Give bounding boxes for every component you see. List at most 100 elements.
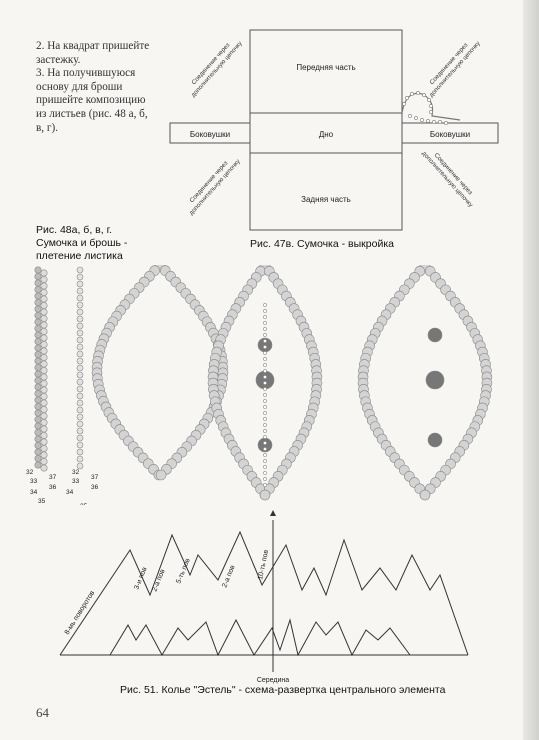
bead [259, 489, 271, 501]
bead [263, 465, 267, 469]
bead [34, 416, 42, 424]
bead [263, 453, 267, 457]
svg-text:35: 35 [80, 503, 88, 505]
leaf-beading-diagram: 32 33 34 35 37 36 32 33 34 35 37 36 [26, 265, 493, 505]
label-2-turns-a: 2-а пов [151, 568, 166, 593]
bead [34, 448, 42, 456]
zigzag-outline-upper [59, 530, 469, 656]
bead [419, 489, 431, 501]
bead [263, 477, 267, 481]
bead [34, 298, 42, 306]
bead [263, 435, 267, 439]
bead [34, 370, 42, 378]
bead [76, 427, 84, 435]
label-8-turns: 8-мь поворотов [64, 590, 97, 637]
bead [76, 343, 84, 351]
bead [76, 462, 84, 470]
bead [263, 429, 267, 433]
bead [34, 305, 42, 313]
svg-text:33: 33 [30, 478, 38, 485]
bead [34, 422, 42, 430]
bead [40, 269, 48, 277]
bead [155, 469, 167, 481]
bead [76, 329, 84, 337]
bead [427, 432, 443, 448]
label-10-turns: 10-ть пов [257, 549, 270, 580]
bead [76, 420, 84, 428]
bead-pattern [34, 265, 493, 501]
bead [40, 438, 48, 446]
bead [34, 331, 42, 339]
bead [76, 336, 84, 344]
bead [40, 451, 48, 459]
bead [40, 321, 48, 329]
bead [263, 393, 267, 397]
bead [34, 311, 42, 319]
bead [40, 295, 48, 303]
bead [40, 419, 48, 427]
bead [34, 357, 42, 365]
bead [76, 301, 84, 309]
bead [34, 344, 42, 352]
bead [34, 377, 42, 385]
bead [34, 409, 42, 417]
bead [40, 360, 48, 368]
svg-text:36: 36 [49, 484, 57, 491]
bead [263, 357, 267, 361]
bead [263, 483, 267, 487]
bead [76, 455, 84, 463]
svg-text:дополнительную цепочку: дополнительную цепочку [190, 39, 244, 98]
bead [263, 471, 267, 475]
bottom-label: Дно [319, 130, 334, 139]
bead [263, 315, 267, 319]
bag-pattern-diagram: Передняя часть Дно Задняя часть Боковушк… [169, 29, 499, 231]
bead [40, 406, 48, 414]
join-label-bottom-left: Соединение через дополнительную цепочку [188, 157, 242, 216]
bead [40, 412, 48, 420]
bead [76, 294, 84, 302]
bead-chain-illustration [401, 91, 461, 125]
join-label-bottom-right: Соединение через дополнительную цепочку [420, 150, 474, 209]
svg-text:дополнительную цепочку: дополнительную цепочку [188, 157, 242, 216]
bead [76, 378, 84, 386]
bead [34, 455, 42, 463]
bead [34, 324, 42, 332]
bead [76, 392, 84, 400]
bead [40, 432, 48, 440]
bead [40, 464, 48, 472]
bead [40, 399, 48, 407]
join-label-top-right: Соединение через дополнительную цепочку [428, 39, 482, 98]
bead [76, 308, 84, 316]
bead [40, 282, 48, 290]
bead [263, 405, 267, 409]
page-number: 64 [36, 705, 49, 720]
bead [34, 338, 42, 346]
bead [34, 429, 42, 437]
bead [34, 364, 42, 372]
svg-text:32: 32 [72, 469, 80, 476]
bead [76, 364, 84, 372]
bead [76, 434, 84, 442]
svg-text:35: 35 [38, 498, 46, 505]
svg-text:37: 37 [91, 474, 99, 481]
bead [40, 458, 48, 466]
bead [263, 387, 267, 391]
bead [40, 327, 48, 335]
bead [263, 345, 267, 349]
bead [263, 423, 267, 427]
bead [40, 347, 48, 355]
bead [263, 375, 267, 379]
bead [34, 292, 42, 300]
front-part-label: Передняя часть [296, 63, 355, 72]
bead [34, 442, 42, 450]
fig-47-caption: Рис. 47в. Сумочка - выкройка [250, 238, 394, 250]
bead [263, 351, 267, 355]
zigzag-inner [109, 618, 411, 657]
bead [40, 354, 48, 362]
bead [263, 369, 267, 373]
bead [34, 435, 42, 443]
bead [255, 370, 275, 390]
bead [76, 350, 84, 358]
bead [34, 273, 42, 281]
bead [76, 441, 84, 449]
